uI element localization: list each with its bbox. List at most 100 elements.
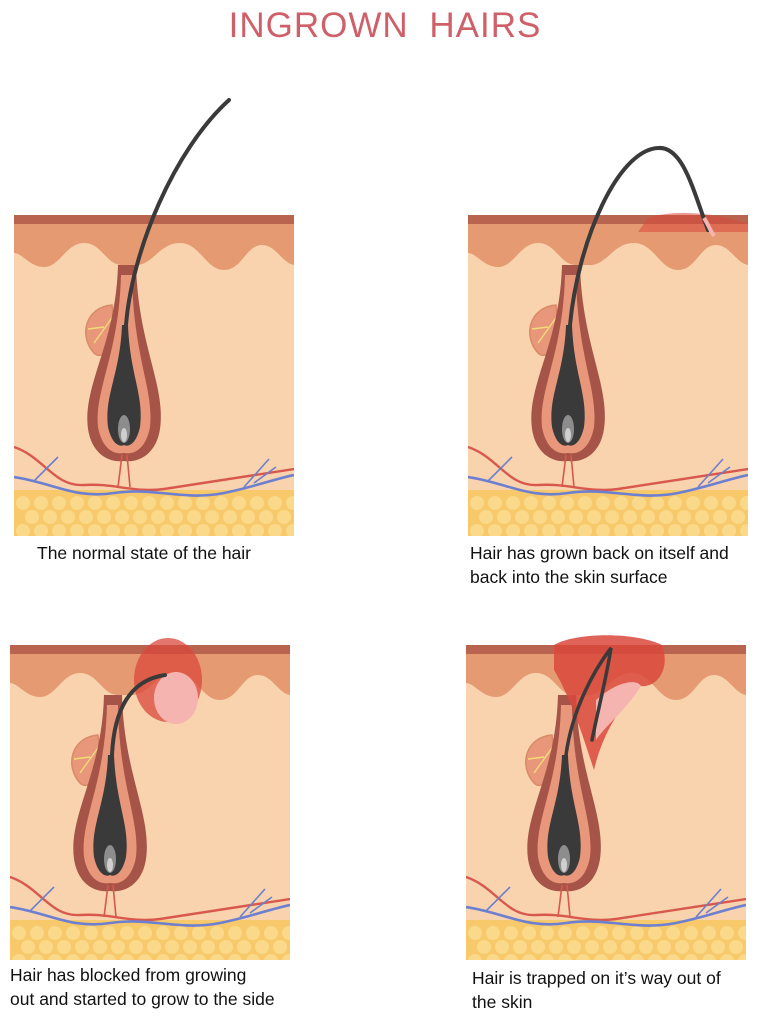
fat-cell <box>61 510 75 524</box>
fat-cell <box>120 926 134 940</box>
panel-normal <box>14 90 294 536</box>
bulb-vessels <box>561 454 575 488</box>
fat-cell <box>560 496 574 510</box>
fat-cell <box>684 954 698 960</box>
panel-blocked <box>10 510 290 960</box>
dermis-layer <box>468 225 748 510</box>
skin-cross-section-trapped <box>466 635 746 960</box>
fat-cell <box>196 496 210 510</box>
fat-layer <box>466 920 746 960</box>
fat-cell <box>246 954 260 960</box>
caption-blocked: Hair has blocked from growing out and st… <box>10 963 275 1011</box>
capillaries <box>487 456 731 488</box>
fat-cell <box>93 940 107 954</box>
skin-cross-section-grown-back <box>468 146 748 536</box>
fat-cells <box>12 926 290 960</box>
fat-cell <box>79 510 93 524</box>
fat-cell <box>115 510 129 524</box>
fat-cell <box>30 954 44 960</box>
fat-cell <box>477 940 491 954</box>
fat-cell <box>52 524 66 536</box>
fat-cell <box>596 496 610 510</box>
fat-cell <box>201 940 215 954</box>
fat-cell <box>567 940 581 954</box>
fat-cell <box>621 940 635 954</box>
fat-cell <box>165 940 179 954</box>
dermis-layer <box>14 225 294 510</box>
fat-cell <box>630 926 644 940</box>
fat-cell <box>196 524 210 536</box>
skin-layers <box>14 215 294 536</box>
fat-cell <box>111 940 125 954</box>
fat-cell <box>12 954 26 960</box>
fat-cell <box>740 496 748 510</box>
skin-cross-section-normal <box>14 98 294 536</box>
fat-cell <box>16 524 30 536</box>
fat-cell <box>468 954 482 960</box>
hair-follicle <box>525 695 601 918</box>
hair-shaft-trapped <box>564 646 613 757</box>
fat-cell <box>540 954 554 960</box>
artery <box>466 875 746 922</box>
fat-cell <box>259 510 273 524</box>
fat-cell <box>650 496 664 510</box>
fat-cell <box>612 954 626 960</box>
fat-cell <box>731 510 745 524</box>
fat-cell <box>34 496 48 510</box>
fat-cell <box>533 510 547 524</box>
fat-cell <box>205 510 219 524</box>
fat-cell <box>169 510 183 524</box>
skin-layers <box>466 645 746 960</box>
pus-pocket <box>154 672 198 724</box>
fat-cell <box>632 524 646 536</box>
fat-cell <box>178 496 192 510</box>
hair-root <box>547 755 581 876</box>
fat-cell <box>630 954 644 960</box>
fat-cell <box>713 510 727 524</box>
fat-cell <box>542 524 556 536</box>
caption-line: Hair is trapped on it’s way out of <box>472 968 721 988</box>
vein <box>466 903 746 927</box>
fat-cell <box>151 510 165 524</box>
fat-cell <box>605 510 619 524</box>
fat-cell <box>504 954 518 960</box>
fat-cell <box>558 926 572 940</box>
fat-cell <box>25 510 39 524</box>
fat-cell <box>39 940 53 954</box>
fat-cell <box>183 940 197 954</box>
fat-cell <box>210 954 224 960</box>
fat-cell <box>576 954 590 960</box>
blood-vessels <box>468 445 748 497</box>
panel-grown-back <box>468 90 748 536</box>
fat-cell <box>540 926 554 940</box>
fat-cell <box>506 496 520 510</box>
fat-cell <box>88 496 102 510</box>
fat-cell <box>729 940 743 954</box>
fat-cell <box>722 524 736 536</box>
fat-cell <box>174 954 188 960</box>
fat-cells <box>16 496 294 536</box>
fat-cell <box>594 926 608 940</box>
fat-cell <box>102 926 116 940</box>
fat-cell <box>585 940 599 954</box>
fat-cell <box>264 926 278 940</box>
fat-cell <box>576 926 590 940</box>
fat-cell <box>641 510 655 524</box>
fat-cell <box>675 940 689 954</box>
fat-cell <box>277 510 291 524</box>
fat-cell <box>142 496 156 510</box>
fat-cell <box>102 954 116 960</box>
fat-cell <box>542 496 556 510</box>
fat-cell <box>147 940 161 954</box>
fat-cell <box>650 524 664 536</box>
fat-cell <box>124 496 138 510</box>
fat-cell <box>160 496 174 510</box>
fat-cell <box>214 496 228 510</box>
nerve-fiber <box>531 314 559 344</box>
fat-cell <box>210 926 224 940</box>
stratum-corneum <box>468 215 748 224</box>
fat-cell <box>497 510 511 524</box>
artery <box>10 875 290 922</box>
fat-cell <box>603 940 617 954</box>
fat-cell <box>250 496 264 510</box>
